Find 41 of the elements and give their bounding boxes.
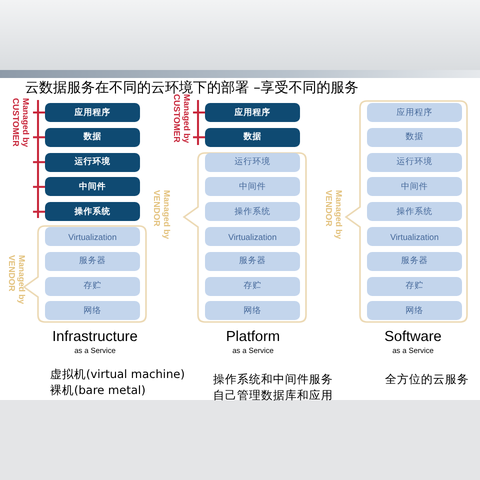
managed-by-label: Managed by VENDOR [152, 190, 172, 242]
managed-by-label: Managed by VENDOR [324, 190, 344, 242]
layer-box: 网络 [367, 301, 462, 320]
layer-box: 运行环境 [205, 152, 300, 172]
layer-box: 操作系统 [205, 202, 300, 222]
managed-by-label: Managed by CUSTOMER [11, 98, 31, 150]
layer-box: 运行环境 [367, 152, 462, 172]
layer-box: 中间件 [205, 177, 300, 196]
note-text: 自己管理数据库和应用 [213, 388, 333, 403]
layer-box: 服务器 [45, 252, 140, 271]
layer-box: 应用程序 [45, 103, 140, 122]
layer-box: 存贮 [367, 276, 462, 296]
note-text: 虚拟机(virtual machine) [50, 367, 185, 382]
layer-box: 存贮 [205, 276, 300, 296]
layer-box: 运行环境 [45, 152, 140, 172]
layer-box: 服务器 [205, 252, 300, 271]
layer-box: Virtualization [367, 227, 462, 246]
layer-box: 存贮 [45, 276, 140, 296]
layer-box: 操作系统 [367, 202, 462, 222]
managed-by-label: Managed by VENDOR [7, 255, 27, 306]
service-name: Platform [225, 329, 281, 345]
layer-box: 操作系统 [45, 202, 140, 222]
layer-box: 网络 [45, 301, 140, 320]
service-name: Software [383, 329, 443, 345]
managed-by-label: Managed by CUSTOMER [172, 94, 192, 146]
layer-box: 数据 [367, 128, 462, 147]
layer-box: Virtualization [45, 227, 140, 246]
note-text: 裸机(bare metal) [50, 383, 146, 398]
layer-box: 中间件 [45, 177, 140, 196]
note-text: 操作系统和中间件服务 [213, 372, 333, 387]
layer-box: 应用程序 [205, 103, 300, 122]
service-name: Infrastructure [51, 329, 139, 345]
layer-box: 服务器 [367, 252, 462, 271]
layer-box: 网络 [205, 301, 300, 320]
title: 云数据服务在不同的云环境下的部署 –享受不同的服务 [25, 79, 358, 96]
layer-box: 数据 [205, 128, 300, 147]
layer-box: 应用程序 [367, 103, 462, 122]
layer-box: 数据 [45, 128, 140, 147]
note-text: 全方位的云服务 [385, 372, 469, 387]
layer-box: Virtualization [205, 227, 300, 246]
layer-box: 中间件 [367, 177, 462, 196]
